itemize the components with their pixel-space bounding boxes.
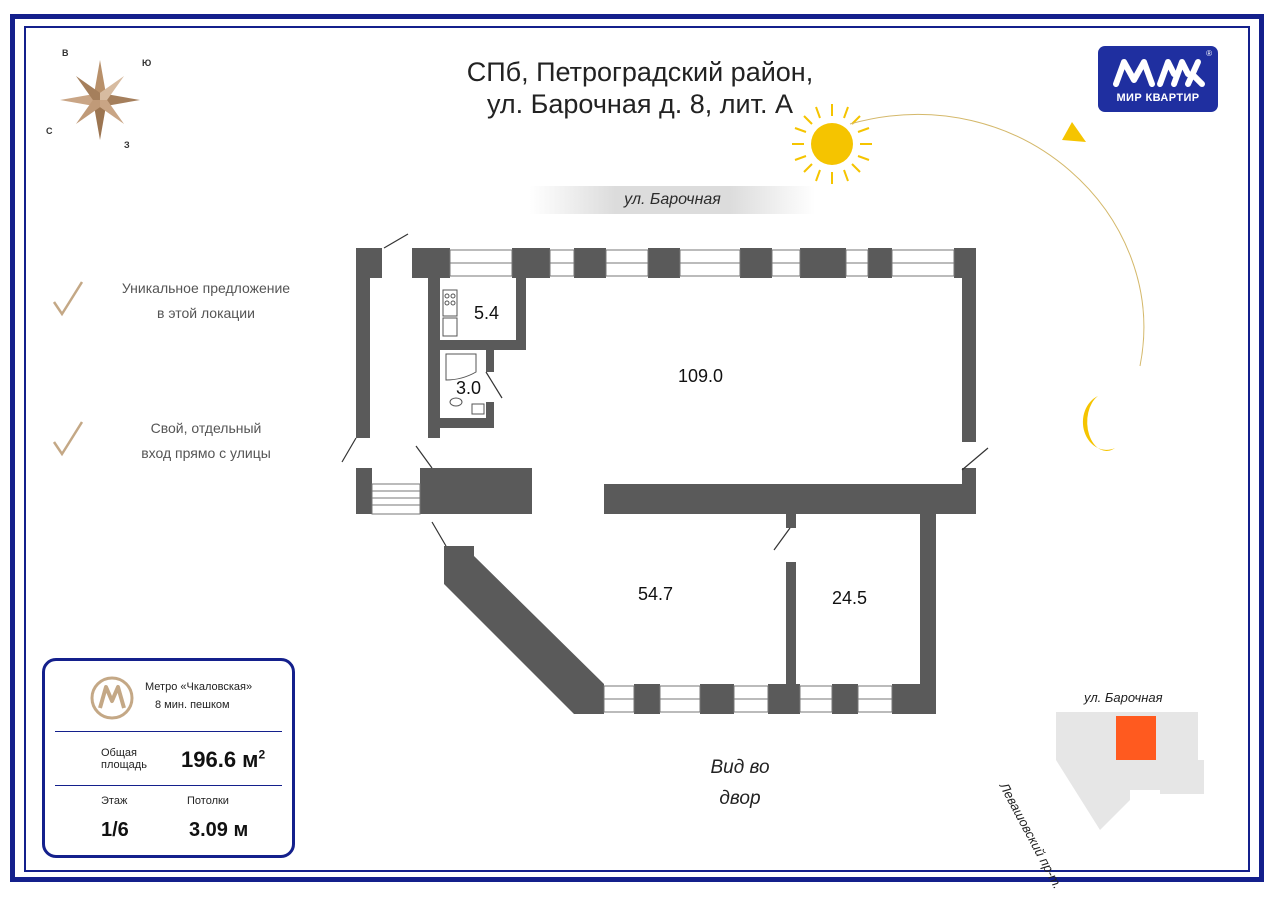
room-area-bathroom: 3.0 [456,378,482,398]
view-line-1: Вид во [710,757,770,778]
feature-2-line-2: вход прямо с улицы [141,445,271,461]
sun-path-arc [849,113,1145,451]
total-area-label-line-2: площадь [101,759,147,771]
checkmark-icon [52,421,84,457]
sun-path-arrow-icon [1062,122,1086,142]
compass-star-icon [60,60,140,140]
logo-registered-mark: ® [1206,49,1212,58]
logo-mark-icon [1113,59,1205,87]
ceiling-value: 3.09 м [189,819,249,841]
checkmark-icon [52,281,84,317]
room-area-room-3: 24.5 [832,588,868,608]
floor-label: Этаж [101,795,128,807]
kitchen-fixtures [442,289,458,337]
property-location-marker [1116,716,1156,760]
total-area-label-line-1: Общая [101,747,137,759]
outer-frame [10,14,1264,882]
total-area-label: Общая площадь [101,747,171,771]
sun-icon [792,104,872,184]
title-line-1: СПб, Петроградский район, [466,57,814,87]
compass-label-east: Ю [142,58,152,68]
feature-1-line-1: Уникальное предложение [121,280,291,296]
metro-station-name: Метро «Чкаловская» [145,681,253,693]
title-line-2: ул. Барочная д. 8, лит. А [487,89,793,119]
compass-rose: В Ю С З [46,48,152,152]
windows [371,249,955,713]
view-line-2: двор [719,788,761,809]
page-title: СПб, Петроградский район, ул. Барочная д… [380,56,900,120]
property-info-card: Метро «Чкаловская» 8 мин. пешком Общая п… [42,658,295,858]
floor-value: 1/6 [101,819,129,841]
room-area-room-2: 54.7 [638,584,674,604]
feature-1-line-2: в этой локации [157,305,255,321]
brand-logo: ® МИР КВАРТИР [1098,46,1218,112]
view-to-yard-label: Вид во двор [690,752,790,814]
street-label-top: ул. Барочная [530,186,815,214]
compass-label-west: С [46,126,53,136]
inner-frame [24,26,1250,872]
card-divider [55,731,282,732]
compass-label-north: В [62,48,69,58]
logo-text: МИР КВАРТИР [1116,92,1200,104]
doors [341,233,989,551]
moon-icon [1082,396,1115,451]
metro-walk-time: 8 мин. пешком [155,699,230,711]
total-area-unit-sup: 2 [258,747,266,762]
total-area-number: 196.6 м [181,747,259,772]
total-area-value: 196.6 м2 [181,747,265,773]
map-street-label-1: ул. Барочная [1084,690,1163,705]
bathroom-fixtures [445,353,485,415]
floor-plan [341,233,989,714]
room-area-main-hall: 109.0 [678,366,724,386]
walls [356,248,976,714]
metro-icon [90,676,134,720]
feature-2-line-1: Свой, отдельный [150,420,262,436]
card-divider [55,785,282,786]
room-area-kitchen: 5.4 [474,303,500,323]
ceiling-label: Потолки [187,795,229,807]
location-mini-map [1056,712,1204,830]
compass-label-south: З [124,140,130,150]
